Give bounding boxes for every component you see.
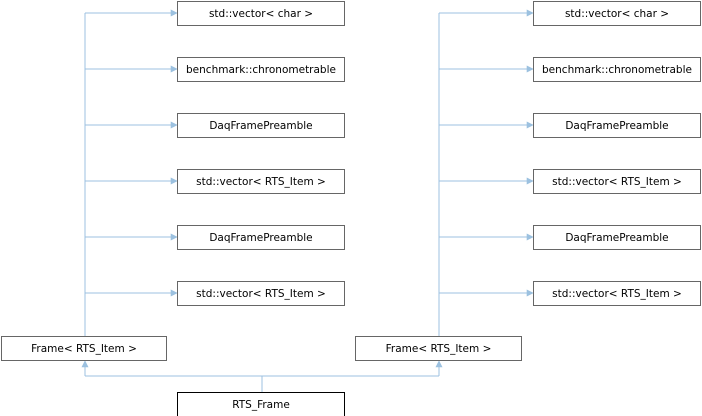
- node-frame-rts-item-right[interactable]: Frame< RTS_Item >: [355, 336, 522, 361]
- node-rts-frame: RTS_Frame: [177, 392, 345, 416]
- node-benchmark-chronometrable-left[interactable]: benchmark::chronometrable: [177, 57, 345, 82]
- node-frame-rts-item-left[interactable]: Frame< RTS_Item >: [1, 336, 167, 361]
- node-daq-frame-preamble-left-1[interactable]: DaqFramePreamble: [177, 113, 345, 138]
- node-daq-frame-preamble-left-2[interactable]: DaqFramePreamble: [177, 225, 345, 250]
- node-daq-frame-preamble-right-1[interactable]: DaqFramePreamble: [533, 113, 701, 138]
- node-std-vector-char-left[interactable]: std::vector< char >: [177, 1, 345, 26]
- node-std-vector-rts-item-left-1[interactable]: std::vector< RTS_Item >: [177, 169, 345, 194]
- edges-derived: [81, 360, 443, 392]
- node-std-vector-rts-item-left-2[interactable]: std::vector< RTS_Item >: [177, 281, 345, 306]
- edges-left-column: [84, 9, 178, 336]
- node-std-vector-char-right[interactable]: std::vector< char >: [533, 1, 701, 26]
- node-benchmark-chronometrable-right[interactable]: benchmark::chronometrable: [533, 57, 701, 82]
- node-std-vector-rts-item-right-2[interactable]: std::vector< RTS_Item >: [533, 281, 701, 306]
- edges-right-column: [438, 9, 534, 336]
- node-daq-frame-preamble-right-2[interactable]: DaqFramePreamble: [533, 225, 701, 250]
- node-std-vector-rts-item-right-1[interactable]: std::vector< RTS_Item >: [533, 169, 701, 194]
